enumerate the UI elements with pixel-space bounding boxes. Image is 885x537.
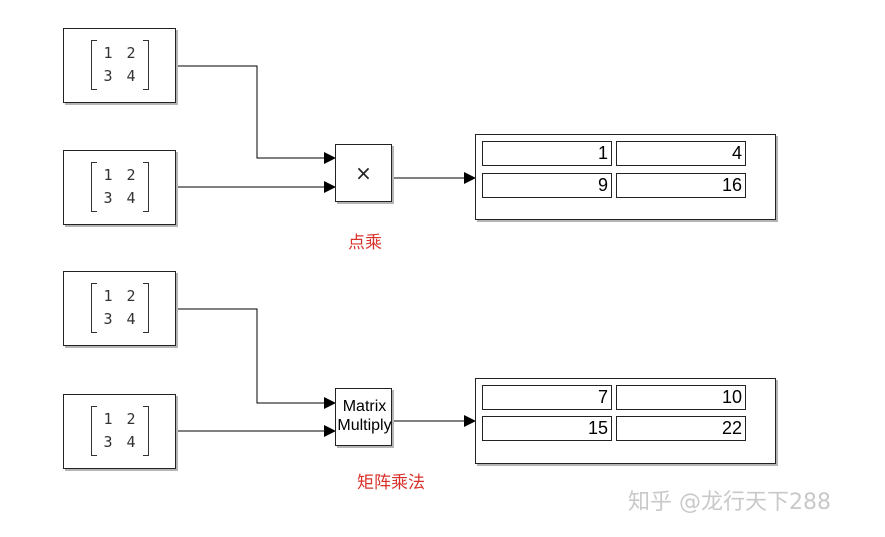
matrix-multiply-label: Matrix Multiply — [330, 397, 399, 435]
matrix-value: 1 2 3 4 — [91, 40, 149, 90]
display-cell: 22 — [616, 416, 746, 441]
matrix-cell: 1 — [103, 410, 113, 428]
matrix-value: 1 2 3 4 — [91, 406, 149, 456]
matrix-value: 1 2 3 4 — [91, 162, 149, 212]
display-block-elementwise[interactable]: 1 4 9 16 — [475, 134, 776, 220]
display-block-matrix[interactable]: 7 10 15 22 — [475, 378, 776, 464]
signal-line[interactable] — [176, 308, 336, 409]
matrix-cell: 4 — [126, 433, 136, 451]
display-cell: 1 — [482, 141, 612, 166]
matrix-cell: 1 — [103, 44, 113, 62]
matrix-cell: 4 — [126, 189, 136, 207]
matrix-multiply-line1: Matrix — [342, 398, 387, 415]
multiply-icon: × — [355, 161, 372, 185]
matrix-cell: 2 — [126, 44, 136, 62]
display-cell: 9 — [482, 173, 612, 198]
constant-block[interactable]: 1 2 3 4 — [63, 150, 176, 225]
matrix-cell: 1 — [103, 166, 113, 184]
display-cell: 15 — [482, 416, 612, 441]
matrix-cell: 2 — [126, 166, 136, 184]
matrix-cell: 3 — [103, 67, 113, 85]
product-block[interactable]: × — [335, 144, 392, 202]
watermark: 知乎 @龙行天下288 — [628, 490, 831, 515]
matrix-cell: 3 — [103, 433, 113, 451]
matrix-cell: 2 — [126, 410, 136, 428]
matrix-multiply-block[interactable]: Matrix Multiply — [335, 388, 392, 446]
matrix-cell: 4 — [126, 67, 136, 85]
matrix-cell: 3 — [103, 189, 113, 207]
matrix-cell: 1 — [103, 287, 113, 305]
constant-block[interactable]: 1 2 3 4 — [63, 28, 176, 103]
matrix-cell: 3 — [103, 310, 113, 328]
constant-block[interactable]: 1 2 3 4 — [63, 394, 176, 469]
display-cell: 10 — [616, 385, 746, 410]
matrix-value: 1 2 3 4 — [91, 283, 149, 333]
display-cell: 7 — [482, 385, 612, 410]
matrix-cell: 2 — [126, 287, 136, 305]
display-cell: 4 — [616, 141, 746, 166]
signal-line[interactable] — [176, 65, 336, 164]
matrix-multiply-caption: 矩阵乘法 — [357, 473, 425, 493]
matrix-cell: 4 — [126, 310, 136, 328]
matrix-multiply-line2: Multiply — [337, 417, 392, 434]
display-cell: 16 — [616, 173, 746, 198]
elementwise-label: 点乘 — [348, 233, 382, 253]
constant-block[interactable]: 1 2 3 4 — [63, 271, 176, 346]
